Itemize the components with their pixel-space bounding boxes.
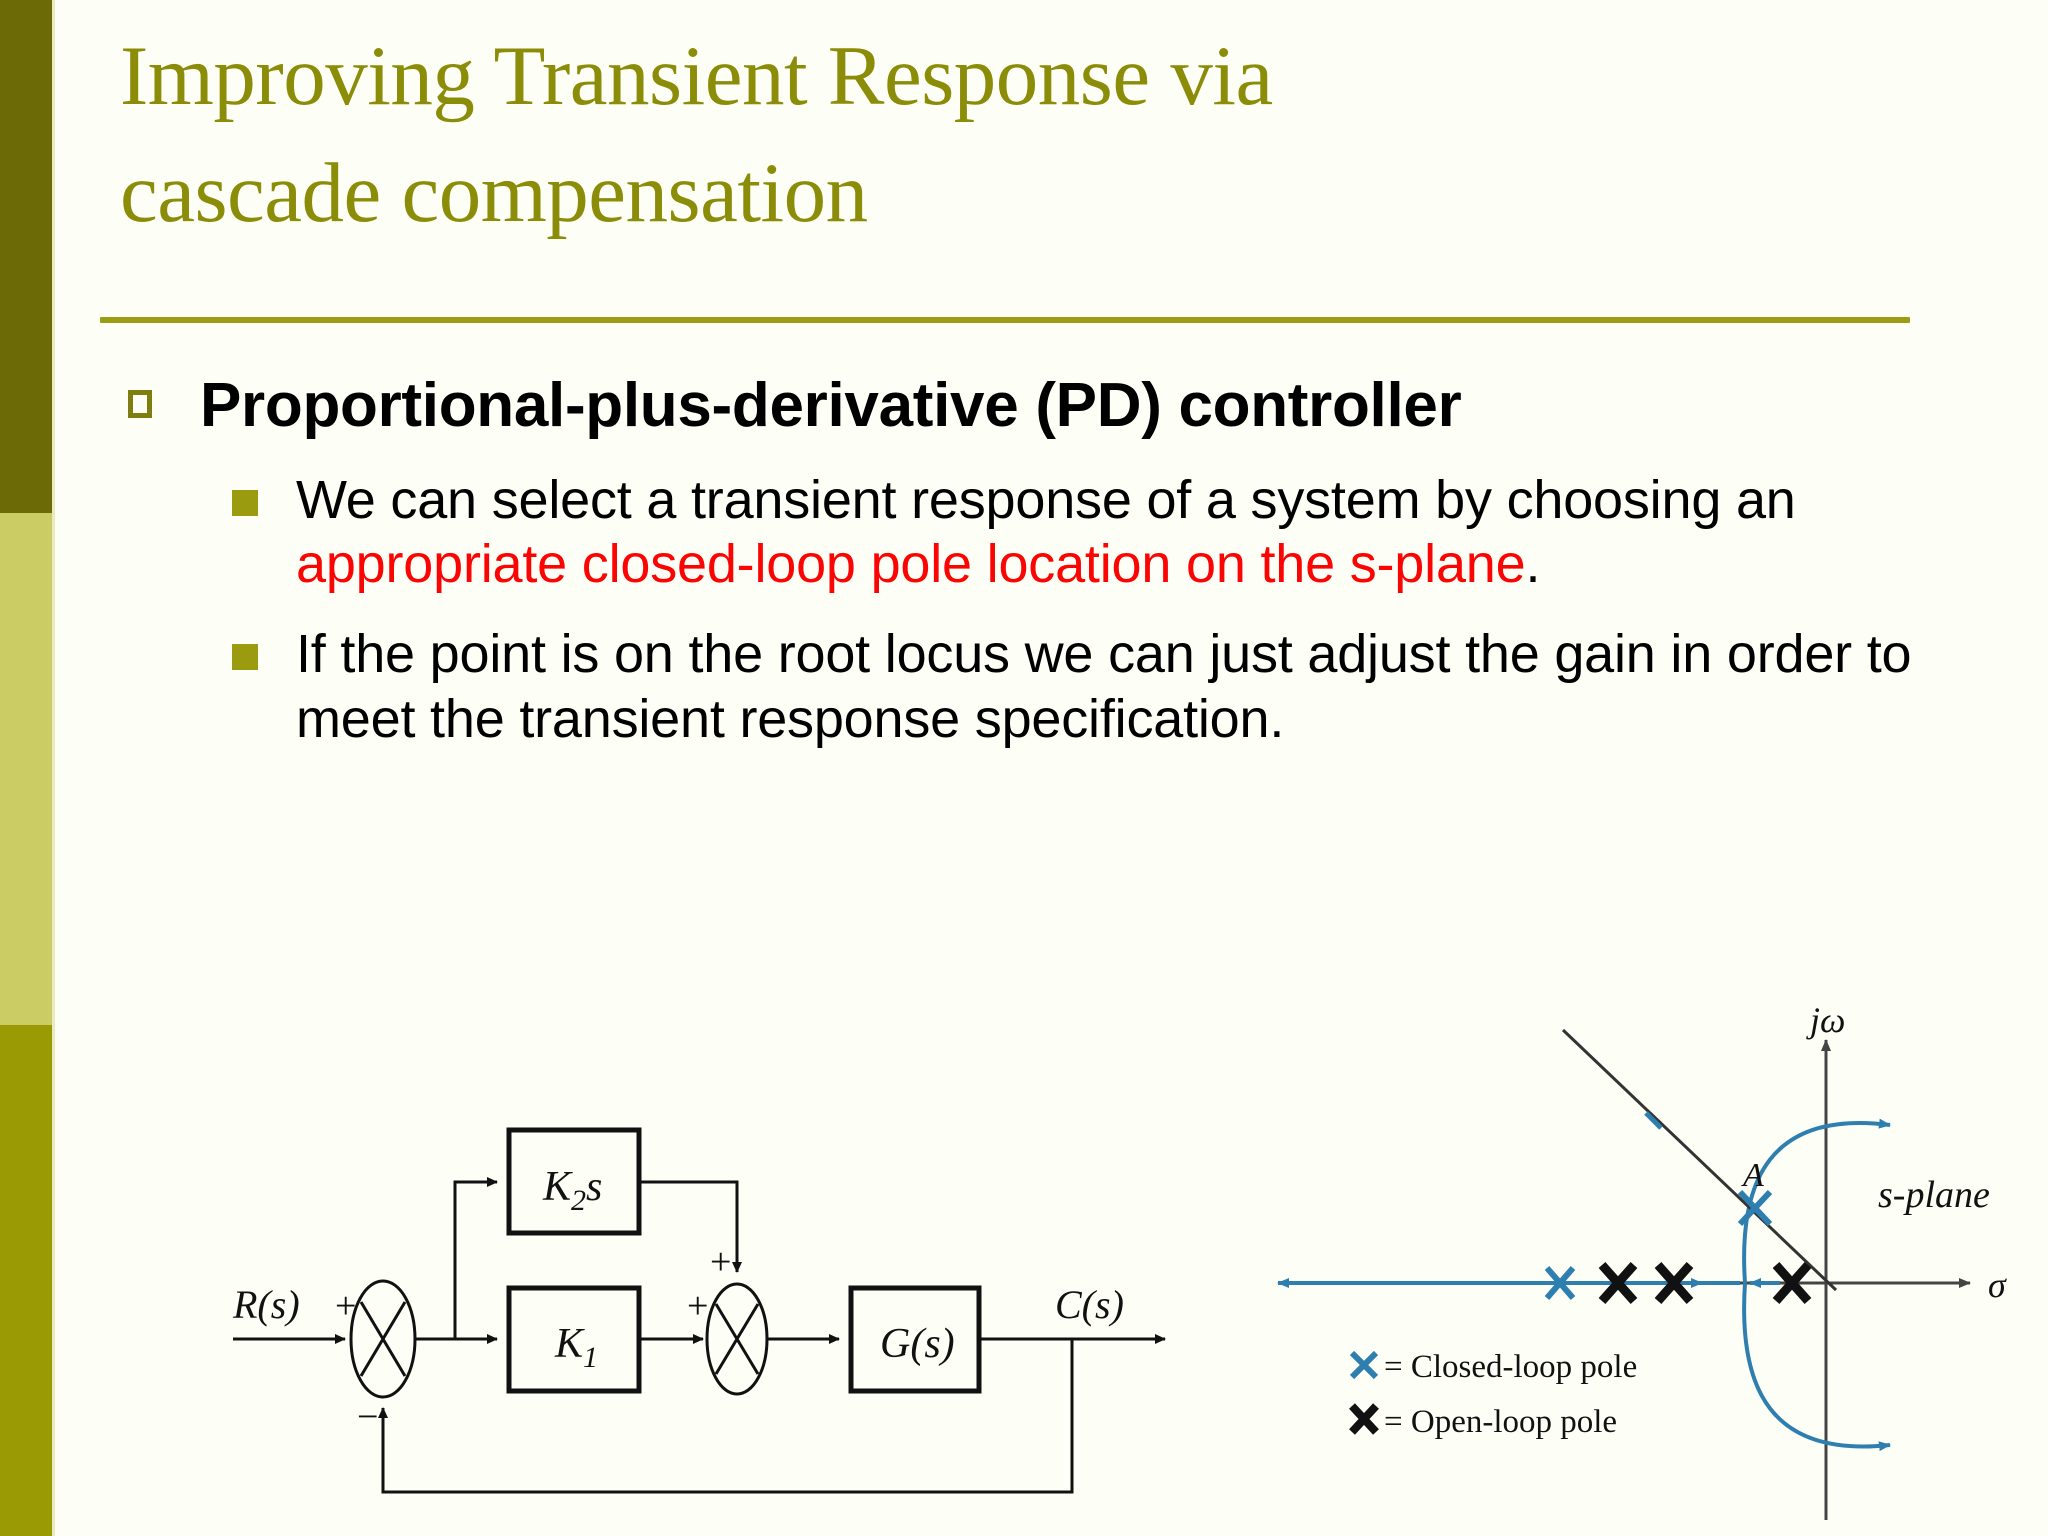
summing-junction-2 — [705, 1282, 769, 1396]
real-axis-label: σ — [1988, 1265, 2007, 1305]
root-locus-figure: jω σ s-plane A = Closed-loop pole = Open… — [1270, 1000, 2048, 1536]
sum2-plus-sign-left: + — [687, 1285, 708, 1327]
sum1-plus-sign: + — [335, 1285, 356, 1327]
sidebar-band-bottom — [0, 1025, 52, 1536]
sum1-minus-sign: − — [357, 1396, 378, 1438]
block-gs-label: G(s) — [880, 1321, 955, 1367]
legend-closed-loop-marker-icon — [1349, 1350, 1379, 1380]
slide-title-line2: cascade compensation — [120, 146, 868, 241]
closed-loop-pole-real-axis — [1544, 1266, 1576, 1300]
filled-square-marker-icon — [232, 644, 258, 671]
slide-title: Improving Transient Response via cascade… — [120, 18, 1920, 253]
sum2-plus-sign-top: + — [710, 1241, 731, 1283]
sidebar-band-middle — [0, 513, 52, 1025]
block-diagram-input-label: R(s) — [232, 1282, 300, 1327]
block-k2s — [506, 1127, 642, 1236]
bullet-level2-text-2: If the point is on the root locus we can… — [296, 624, 1912, 749]
point-A-label: A — [1741, 1157, 1764, 1194]
bullet-text-segment-plain-b: . — [1525, 534, 1541, 595]
legend-open-loop-marker-icon — [1349, 1403, 1379, 1435]
decorative-sidebar — [0, 0, 52, 1536]
legend-closed-loop-label: = Closed-loop pole — [1384, 1349, 1637, 1385]
bullet-level2-text-1: We can select a transient response of a … — [296, 468, 1912, 597]
bullet-level1-pd-controller: Proportional-plus-derivative (PD) contro… — [128, 370, 1888, 442]
sidebar-band-top — [0, 0, 52, 513]
slide-title-line1: Improving Transient Response via — [120, 29, 1273, 123]
bullet-level2-item-2: If the point is on the root locus we can… — [232, 622, 1912, 751]
slide-body: Proportional-plus-derivative (PD) contro… — [0, 370, 2048, 751]
locus-branches — [1742, 1118, 1891, 1452]
hollow-square-marker-icon — [128, 390, 152, 418]
block-diagram-svg: R(s) + − + + K2s K1 G(s) C(s) — [232, 1127, 1166, 1494]
bullet-level2-item-1: We can select a transient response of a … — [232, 468, 1912, 597]
bullet-text-segment-plain-a: We can select a transient response of a … — [296, 469, 1796, 530]
block-k1-label: K1 — [554, 1321, 598, 1374]
s-plane-label: s-plane — [1878, 1174, 1990, 1216]
constant-damping-ray — [1561, 1028, 1838, 1292]
open-loop-poles — [1598, 1262, 1812, 1304]
block-k2s-label: K2s — [542, 1164, 602, 1217]
root-locus-legend: = Closed-loop pole = Open-loop pole — [1349, 1349, 1637, 1440]
block-diagram-output-label: C(s) — [1055, 1282, 1124, 1327]
filled-square-marker-icon — [232, 489, 258, 516]
closed-loop-pole-A — [1737, 1189, 1773, 1227]
imaginary-axis-label: jω — [1806, 1000, 1845, 1040]
bullet-text-segment-highlight: appropriate closed-loop pole location on… — [296, 534, 1526, 595]
bullet-level1-label: Proportional-plus-derivative (PD) contro… — [200, 371, 1462, 440]
title-underline-rule — [100, 317, 1910, 323]
block-diagram-figure: R(s) + − + + K2s K1 G(s) C(s) — [225, 1122, 1185, 1522]
root-locus-svg: jω σ s-plane A = Closed-loop pole = Open… — [1277, 1000, 2007, 1520]
sidebar-edge-highlight — [52, 0, 55, 1536]
legend-open-loop-label: = Open-loop pole — [1384, 1404, 1617, 1440]
